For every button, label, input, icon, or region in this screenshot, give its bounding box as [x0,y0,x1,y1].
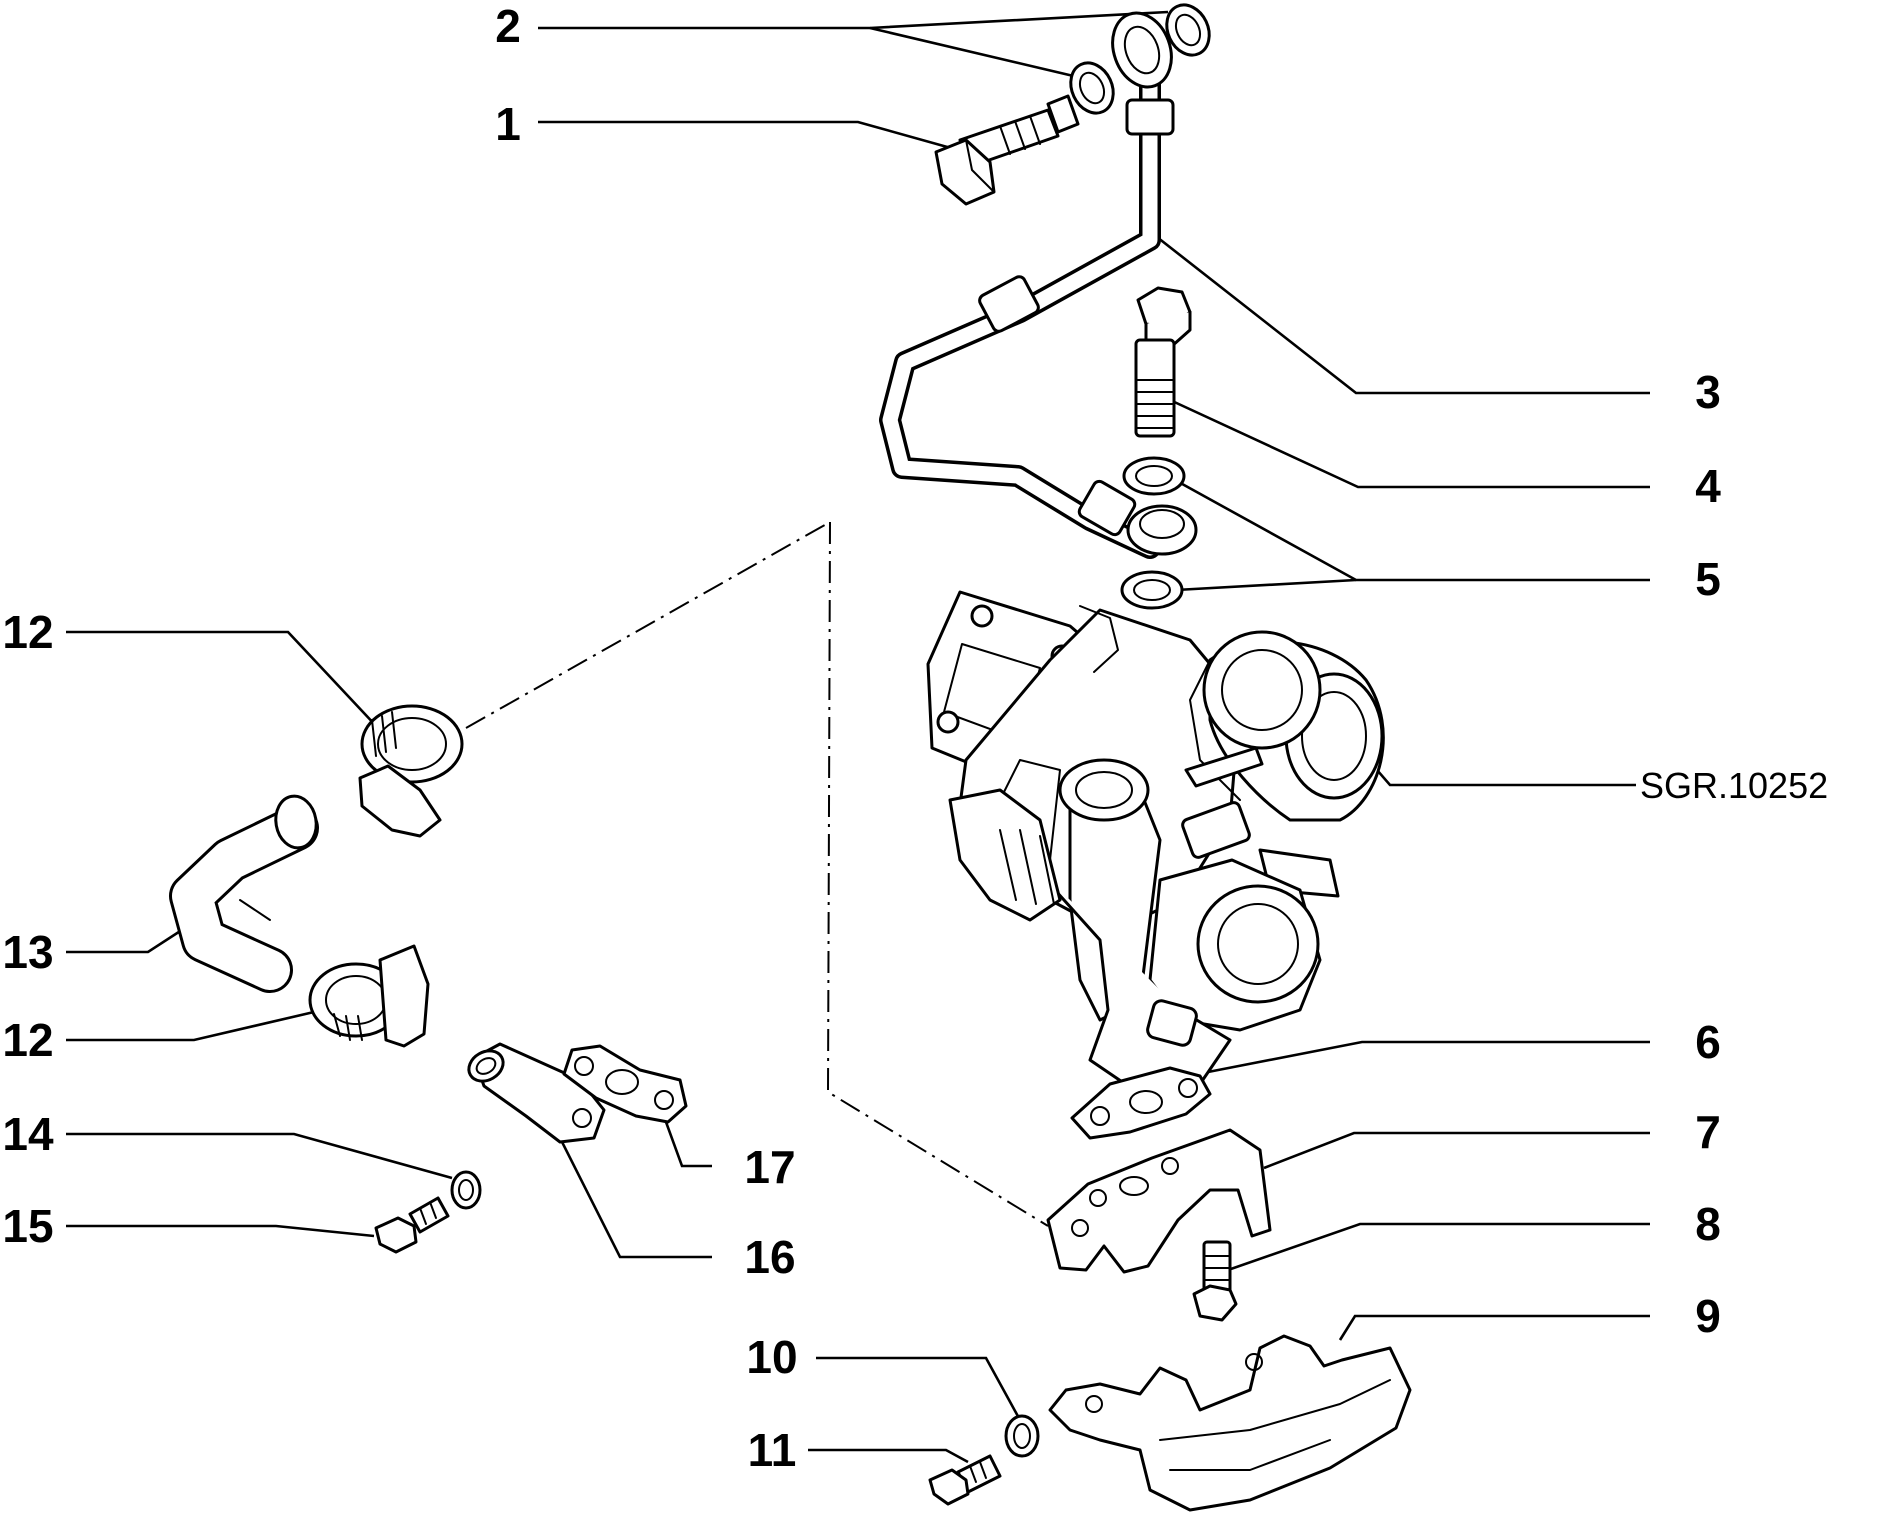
leader-10 [816,1356,1022,1421]
leader-7 [1263,1131,1650,1170]
part-12-hose-clamp-lower [308,944,430,1048]
leader-11 [808,1448,969,1464]
part-11-bolt [928,1454,1002,1506]
leader-2b [869,26,1083,80]
part-6-gasket [1070,1066,1212,1140]
leader-9 [1338,1314,1650,1341]
part-10-washer [1004,1414,1040,1458]
callout-15: 15 [2,1200,53,1252]
callout-5: 5 [1695,553,1721,605]
callout-10: 10 [746,1331,797,1383]
callout-12-lower: 12 [2,1014,53,1066]
leader-5b [1175,578,1357,592]
callout-17: 17 [744,1141,795,1193]
part-5-washers [1120,456,1186,610]
part-17-gasket [562,1044,688,1124]
assembly-line-hose [465,521,831,729]
callout-7: 7 [1695,1106,1721,1158]
part-2-washers [1069,3,1211,115]
part-16-drain-fitting [467,1042,606,1144]
part-12-hose-clamp-upper [358,704,464,838]
leader-lines [66,10,1650,1464]
part-1-banjo-bolt [934,94,1080,206]
part-8-bolt [1192,1240,1238,1322]
callout-3: 3 [1695,366,1721,418]
callout-16: 16 [744,1231,795,1283]
callout-labels: 2 1 3 4 5 SGR.10252 6 7 8 9 10 11 12 13 … [2,0,1828,1476]
leader-4 [1169,398,1650,489]
part-14-washer [450,1170,482,1210]
leader-6 [1207,1040,1650,1074]
callout-12-upper: 12 [2,606,53,658]
leader-1 [538,120,959,152]
callout-13: 13 [2,926,53,978]
assembly-line-drain [826,521,1049,1227]
leader-12a [66,630,379,729]
callout-6: 6 [1695,1016,1721,1068]
part-4-bolt [1134,286,1192,438]
leader-16 [554,1129,712,1259]
part-15-bolt [374,1196,450,1254]
callout-9: 9 [1695,1290,1721,1342]
leader-15 [66,1224,375,1238]
leader-12b [66,1010,315,1042]
callout-2: 2 [495,0,521,52]
callout-14: 14 [2,1108,54,1160]
part-7-bracket [1046,1128,1272,1274]
callout-1: 1 [495,98,521,150]
leader-8 [1227,1222,1650,1272]
leader-5 [1174,478,1650,582]
part-9-heat-shield [1048,1334,1412,1512]
callout-8: 8 [1695,1198,1721,1250]
leader-14 [66,1132,453,1180]
leader-2 [538,10,1169,30]
leader-3 [1147,228,1650,395]
part-13-hose [169,794,319,993]
part-3-oil-feed-pipe [879,11,1198,559]
turbocharger-assembly [926,590,1385,1096]
leader-13 [66,924,189,954]
reference-code: SGR.10252 [1640,765,1828,806]
assembly-lines [465,521,1049,1227]
callout-11: 11 [748,1424,797,1476]
callout-4: 4 [1695,460,1721,512]
